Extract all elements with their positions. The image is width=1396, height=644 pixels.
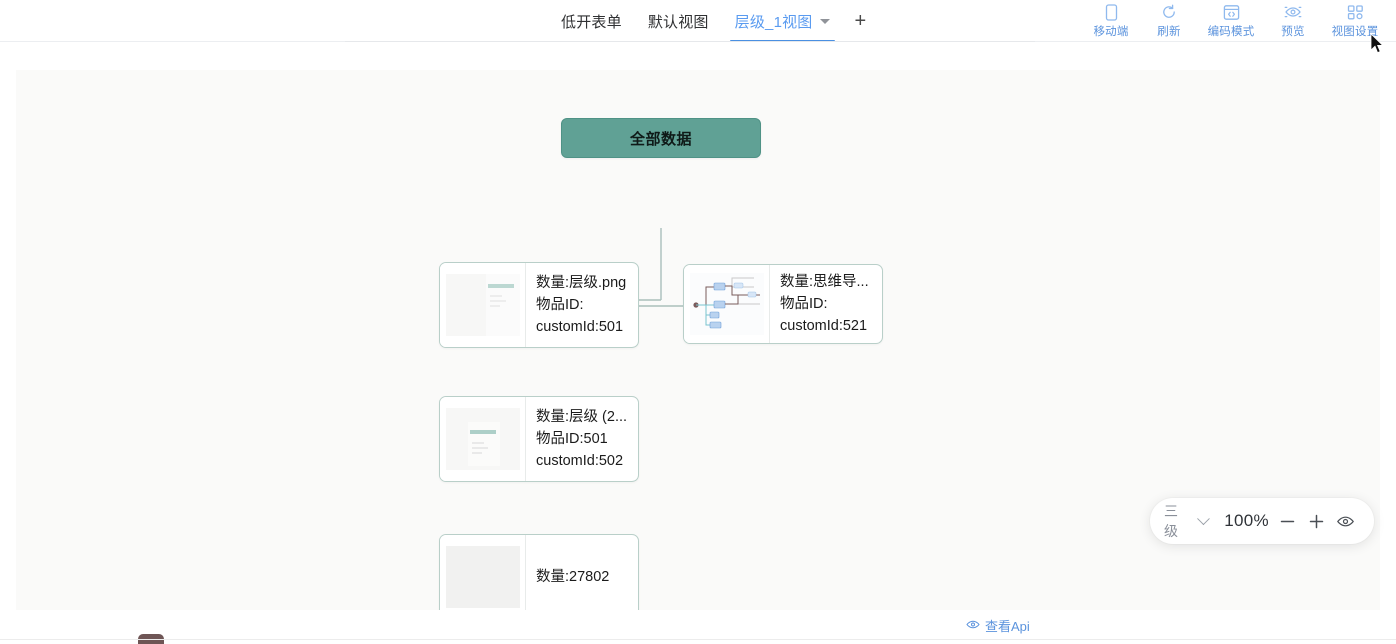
card-meta: 数量:层级.png 物品ID: customId:501 bbox=[526, 263, 638, 347]
tab-label: 低开表单 bbox=[561, 13, 622, 31]
view-api-link[interactable]: 查看Api bbox=[966, 616, 1030, 635]
card-meta: 数量:27802 bbox=[526, 535, 638, 610]
preview-eye-icon bbox=[1284, 3, 1302, 21]
refresh-icon bbox=[1161, 3, 1177, 21]
card-line-1: 数量:层级 (2... bbox=[536, 408, 628, 425]
toolbar-item-label: 移动端 bbox=[1093, 26, 1129, 38]
tree-card-521[interactable]: 数量:思维导... 物品ID: customId:521 bbox=[683, 264, 883, 344]
tree-card-27802[interactable]: 数量:27802 bbox=[439, 534, 639, 610]
card-meta: 数量:思维导... 物品ID: customId:521 bbox=[770, 265, 882, 343]
tree-level-select[interactable]: 三级 bbox=[1164, 503, 1178, 539]
card-line-2: 物品ID: bbox=[780, 295, 828, 312]
view-tabs: 低开表单 默认视图 层级_1视图 + bbox=[548, 0, 878, 42]
view-api-label: 查看Api bbox=[985, 619, 1030, 634]
document-thumbnail bbox=[440, 263, 526, 347]
toolbar-item-label: 刷新 bbox=[1157, 26, 1181, 38]
tree-root-node[interactable]: 全部数据 bbox=[561, 118, 761, 158]
toolbar-item-mobile[interactable]: 移动端 bbox=[1082, 0, 1140, 39]
grid-settings-icon bbox=[1347, 3, 1364, 21]
add-tab-button[interactable]: + bbox=[854, 9, 867, 32]
zoom-control-bar: 三级 100% bbox=[1150, 498, 1374, 544]
document-thumbnail bbox=[440, 397, 526, 481]
mobile-icon bbox=[1105, 3, 1118, 21]
card-line-3: customId:501 bbox=[536, 318, 624, 335]
zoom-in-button[interactable] bbox=[1302, 506, 1331, 536]
fit-view-eye-icon[interactable] bbox=[1331, 506, 1360, 536]
top-bar: 低开表单 默认视图 层级_1视图 + 移动端 bbox=[0, 0, 1396, 42]
tree-card-501[interactable]: 数量:层级.png 物品ID: customId:501 bbox=[439, 262, 639, 348]
tabstrip-divider bbox=[345, 41, 1035, 42]
toolbar-item-label: 预览 bbox=[1281, 26, 1305, 38]
tab-默认视图[interactable]: 默认视图 bbox=[635, 0, 722, 42]
toolbar-item-label: 视图设置 bbox=[1331, 26, 1379, 38]
mouse-cursor bbox=[1370, 33, 1384, 54]
tab-label: 层级_1视图 bbox=[734, 13, 813, 31]
footer-divider bbox=[0, 639, 1396, 640]
top-toolbar: 移动端 刷新 编码 bbox=[1082, 0, 1388, 42]
toolbar-item-preview[interactable]: 预览 bbox=[1264, 0, 1322, 39]
zoom-percent-label: 100% bbox=[1224, 511, 1269, 530]
document-thumbnail bbox=[440, 535, 526, 610]
card-line-3: customId:521 bbox=[780, 317, 868, 334]
tab-label: 默认视图 bbox=[647, 13, 709, 31]
tree-card-502[interactable]: 数量:层级 (2... 物品ID:501 customId:502 bbox=[439, 396, 639, 482]
toolbar-item-code-mode[interactable]: 编码模式 bbox=[1198, 0, 1264, 39]
card-meta: 数量:层级 (2... 物品ID:501 customId:502 bbox=[526, 397, 638, 481]
toolbar-item-view-settings[interactable]: 视图设置 bbox=[1322, 0, 1388, 39]
card-line-1: 数量:27802 bbox=[536, 568, 610, 585]
chevron-down-icon[interactable] bbox=[819, 18, 830, 24]
card-line-1: 数量:思维导... bbox=[780, 273, 869, 290]
toolbar-item-refresh[interactable]: 刷新 bbox=[1140, 0, 1198, 39]
card-line-2: 物品ID: bbox=[536, 296, 584, 313]
toolbar-item-label: 编码模式 bbox=[1207, 26, 1255, 38]
eye-icon bbox=[966, 618, 980, 633]
mindmap-thumbnail bbox=[684, 265, 770, 343]
card-line-1: 数量:层级.png bbox=[536, 274, 627, 291]
tab-低开表单[interactable]: 低开表单 bbox=[548, 0, 635, 42]
card-line-2: 物品ID:501 bbox=[536, 430, 608, 447]
tree-root-label: 全部数据 bbox=[629, 130, 692, 148]
card-line-3: customId:502 bbox=[536, 452, 624, 469]
tab-层级-1视图[interactable]: 层级_1视图 bbox=[722, 0, 843, 42]
code-window-icon bbox=[1223, 3, 1240, 21]
chevron-down-icon[interactable] bbox=[1196, 511, 1210, 525]
zoom-out-button[interactable] bbox=[1274, 506, 1303, 536]
